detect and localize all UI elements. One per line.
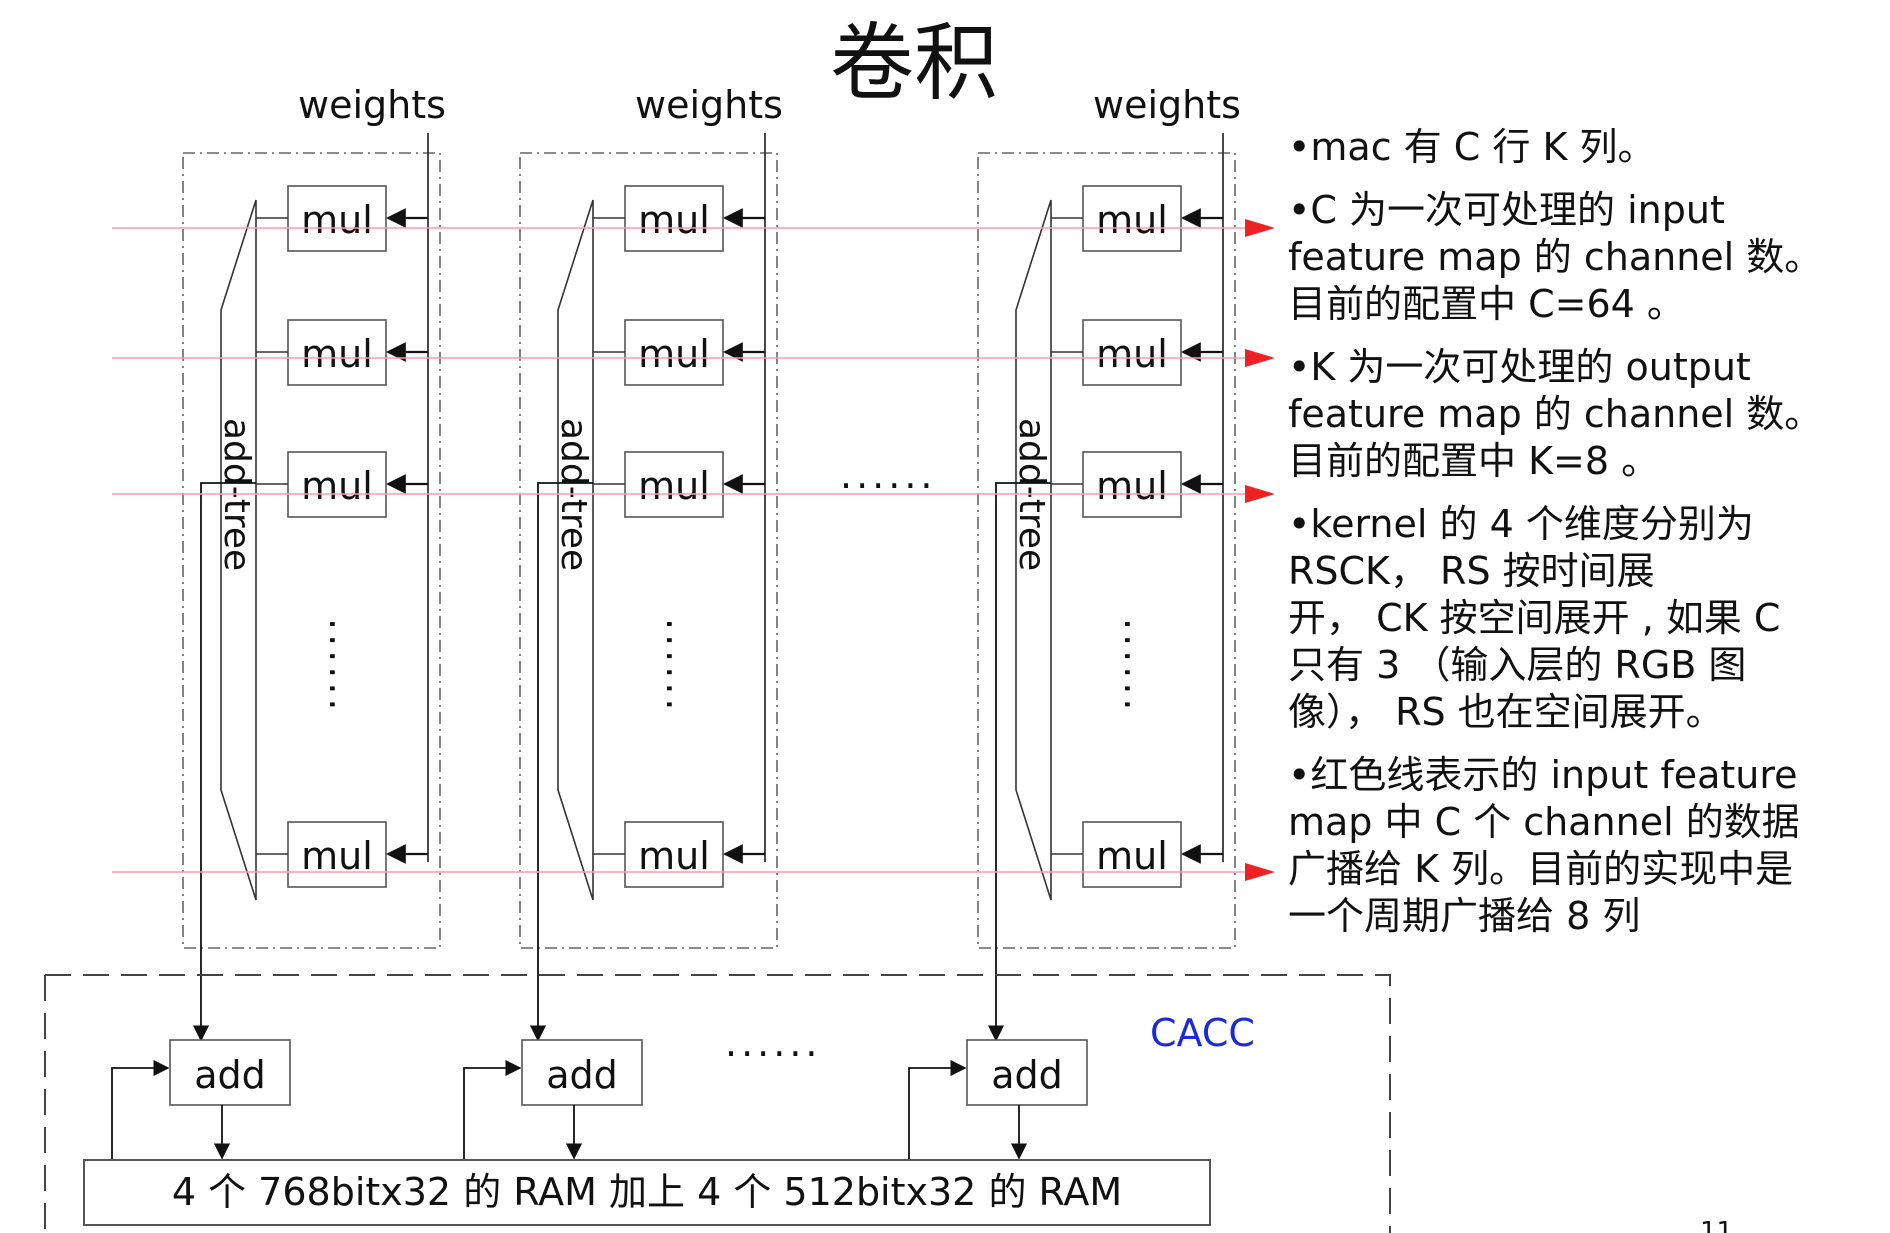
add-box	[521, 1039, 643, 1106]
adder: add	[908, 1039, 1088, 1160]
add-tree-shape	[557, 199, 594, 901]
weights-label: weights	[298, 83, 446, 127]
mac-column: weightsadd-treemulmulmulmul......	[182, 83, 446, 1042]
note-4: •kernel 的 4 个维度分别为 RSCK， RS 按时间展 开， CK 按…	[1288, 502, 1781, 734]
accumulator-adders: add add add	[111, 1039, 1088, 1160]
mul-box	[1082, 451, 1182, 518]
mac-columns: weightsadd-treemulmulmulmul......weights…	[182, 83, 1241, 1042]
tree-output-arrow	[192, 482, 256, 1042]
tree-output-arrow	[987, 482, 1051, 1042]
column-boundary	[977, 152, 1236, 949]
mul-box	[287, 185, 387, 252]
note-3: •K 为一次可处理的 output feature map 的 channel …	[1288, 345, 1823, 483]
mul-ellipsis: ......	[1116, 618, 1160, 714]
tree-output-arrow	[529, 482, 593, 1042]
mul-box	[287, 451, 387, 518]
mul-label: mul	[1096, 198, 1168, 242]
mul-label: mul	[638, 464, 710, 508]
mul-box	[624, 185, 724, 252]
mac-column: weightsadd-treemulmulmulmul......	[977, 83, 1241, 1042]
mul-box	[624, 319, 724, 386]
add-box	[966, 1039, 1088, 1106]
mul-label: mul	[638, 198, 710, 242]
ram-feedback-arrow	[111, 1059, 170, 1160]
column-boundary	[519, 152, 778, 949]
mul-label: mul	[638, 332, 710, 376]
ram-feedback-arrow	[463, 1059, 522, 1160]
adder: add	[111, 1039, 291, 1160]
add-label: add	[991, 1053, 1063, 1097]
broadcast-arrowhead	[1245, 863, 1275, 881]
mul-ellipsis: ......	[321, 618, 365, 714]
mul-label: mul	[301, 198, 373, 242]
ram-feedback-arrow	[908, 1059, 967, 1160]
mul-box	[1082, 319, 1182, 386]
weights-label: weights	[1093, 83, 1241, 127]
broadcast-arrowhead	[1245, 349, 1275, 367]
mul-box	[624, 821, 724, 888]
input-broadcast-lines	[112, 219, 1275, 881]
mac-column: weightsadd-treemulmulmulmul......	[519, 83, 783, 1042]
add-box	[169, 1039, 291, 1106]
note-2: •C 为一次可处理的 input feature map 的 channel 数…	[1288, 188, 1823, 326]
mul-label: mul	[301, 464, 373, 508]
slide-title: 卷积	[830, 14, 998, 112]
column-boundary	[182, 152, 441, 949]
cacc-boundary	[44, 974, 1391, 1233]
add-label: add	[546, 1053, 618, 1097]
weights-label: weights	[635, 83, 783, 127]
add-tree-shape	[1015, 199, 1052, 901]
adder-ellipsis: ......	[725, 1021, 821, 1065]
notes-panel: •mac 有 C 行 K 列。 •C 为一次可处理的 input feature…	[1288, 124, 1868, 956]
column-ellipsis: ......	[840, 453, 936, 497]
broadcast-arrowhead	[1245, 219, 1275, 237]
mul-label: mul	[638, 834, 710, 878]
mul-label: mul	[1096, 332, 1168, 376]
mul-label: mul	[1096, 464, 1168, 508]
cacc-label: CACC	[1150, 1011, 1255, 1055]
adder: add	[463, 1039, 643, 1160]
mul-box	[624, 451, 724, 518]
ram-label: 4 个 768bitx32 的 RAM 加上 4 个 512bitx32 的 R…	[172, 1170, 1122, 1214]
broadcast-arrowhead	[1245, 485, 1275, 503]
mul-label: mul	[301, 332, 373, 376]
note-5: •红色线表示的 input feature map 中 C 个 channel …	[1288, 753, 1800, 938]
ram-box	[83, 1159, 1211, 1226]
add-label: add	[194, 1053, 266, 1097]
mul-ellipsis: ......	[658, 618, 702, 714]
mul-label: mul	[301, 834, 373, 878]
mul-label: mul	[1096, 834, 1168, 878]
page-number: 11	[1700, 1217, 1733, 1233]
add-tree-shape	[220, 199, 257, 901]
mul-box	[1082, 185, 1182, 252]
note-1: •mac 有 C 行 K 列。	[1288, 125, 1656, 169]
mul-box	[287, 821, 387, 888]
mul-box	[1082, 821, 1182, 888]
